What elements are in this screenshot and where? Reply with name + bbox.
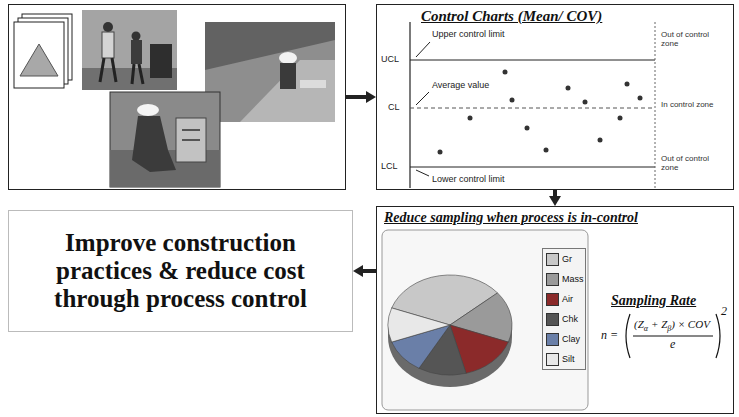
hard-hat [137,104,159,116]
fraction-bar [633,336,713,337]
axis-label: CL [388,102,400,112]
result-text: Improve construction practices & reduce … [19,229,342,313]
worker-body [280,63,296,89]
worker-leg [100,58,104,82]
upper-limit-line [410,60,655,61]
zone-label: Out of control zone [661,30,727,48]
formula-term: ) × COV [671,318,710,330]
formula-parentheses [626,314,720,358]
formula-subscript: α [644,324,648,333]
worker-head [103,22,113,32]
arrow-head [353,265,363,277]
legend-text: Clay [562,334,580,344]
inspector-photo [110,92,220,187]
distribution-shape [20,44,58,76]
formula-subscript: β [667,324,671,333]
legend-entry: Silt [543,349,585,369]
worker-leg [132,64,134,84]
legend-swatch [546,273,559,286]
legend-text: Gr [562,254,572,264]
leader-line [416,92,429,105]
hard-hat [279,52,297,64]
axis-label: UCL [381,54,399,64]
flow-arrow [346,91,376,103]
axis-label: LCL [381,161,398,171]
legend-swatch [546,353,559,366]
document-sheet [14,22,64,88]
legend-box: GrMassAirChkClaySilt [542,248,586,370]
equipment-detail [182,139,200,141]
arrow-line [346,95,368,99]
chart-axis [409,22,410,188]
legend-text: Mass [562,274,584,284]
photo-panel [8,4,346,190]
legend-swatch [546,253,559,266]
formula-term: e [670,337,675,352]
leader-line [416,170,429,176]
formula-numerator: (Zα+ Zβ) × COV [634,318,710,333]
equipment [300,80,326,88]
flow-arrow [353,265,376,277]
legend-entry: Clay [543,329,585,349]
formula-term: (Z [634,318,644,330]
pie-slice [388,308,450,342]
legend-swatch [546,313,559,326]
legend-entry: Gr [543,249,585,269]
formula-term: + Z [651,318,667,330]
trench-floor [240,60,335,122]
chart-annotation: Upper control limit [432,29,505,39]
legend-swatch [546,293,559,306]
formula-exponent: 2 [721,304,727,319]
legend-text: Chk [562,314,578,324]
chart-frame [382,230,588,410]
arrow-head [549,196,561,206]
legend-entry: Air [543,289,585,309]
worker-body [131,40,142,64]
right-parenthesis [716,314,720,358]
document-stack [14,14,72,88]
flow-arrow [549,190,561,206]
result-box: Improve construction practices & reduce … [8,210,353,332]
leader-line [416,42,430,57]
trench-wall [205,40,335,122]
control-chart [410,22,655,188]
chart-annotation: Average value [432,80,489,90]
arrow-line [361,269,376,273]
zone-label: In control zone [661,100,727,109]
left-parenthesis [626,314,630,358]
pie-chart [382,230,588,410]
legend-entry: Mass [543,269,585,289]
worker-leg [139,64,143,84]
legend-text: Air [562,294,573,304]
legend-text: Silt [562,354,575,364]
legend-entry: Chk [543,309,585,329]
average-line [410,108,655,109]
zone-label: Out of control zone [661,154,727,172]
panel-title: Reduce sampling when process is in-contr… [384,210,638,226]
legend-swatch [546,333,559,346]
subtitle: Sampling Rate [611,293,696,309]
equipment-detail [182,129,200,131]
photo-frame [205,22,335,122]
zone-separator [655,22,656,188]
formula-term: n = [601,328,618,343]
test-equipment [176,118,206,162]
equipment [150,44,172,78]
lower-limit-line [410,167,655,168]
worker-vest [102,32,114,58]
worker-leg [112,58,116,82]
trench-photo [205,22,335,122]
panel-title: Control Charts (Mean/ COV) [421,8,602,25]
photo-frame [110,92,220,187]
worker-photo [82,10,177,90]
worker-head [132,32,141,41]
chart-annotation: Lower control limit [432,174,505,184]
worker-body [132,116,176,172]
arrow-head [366,91,376,103]
photo-frame [82,10,177,90]
